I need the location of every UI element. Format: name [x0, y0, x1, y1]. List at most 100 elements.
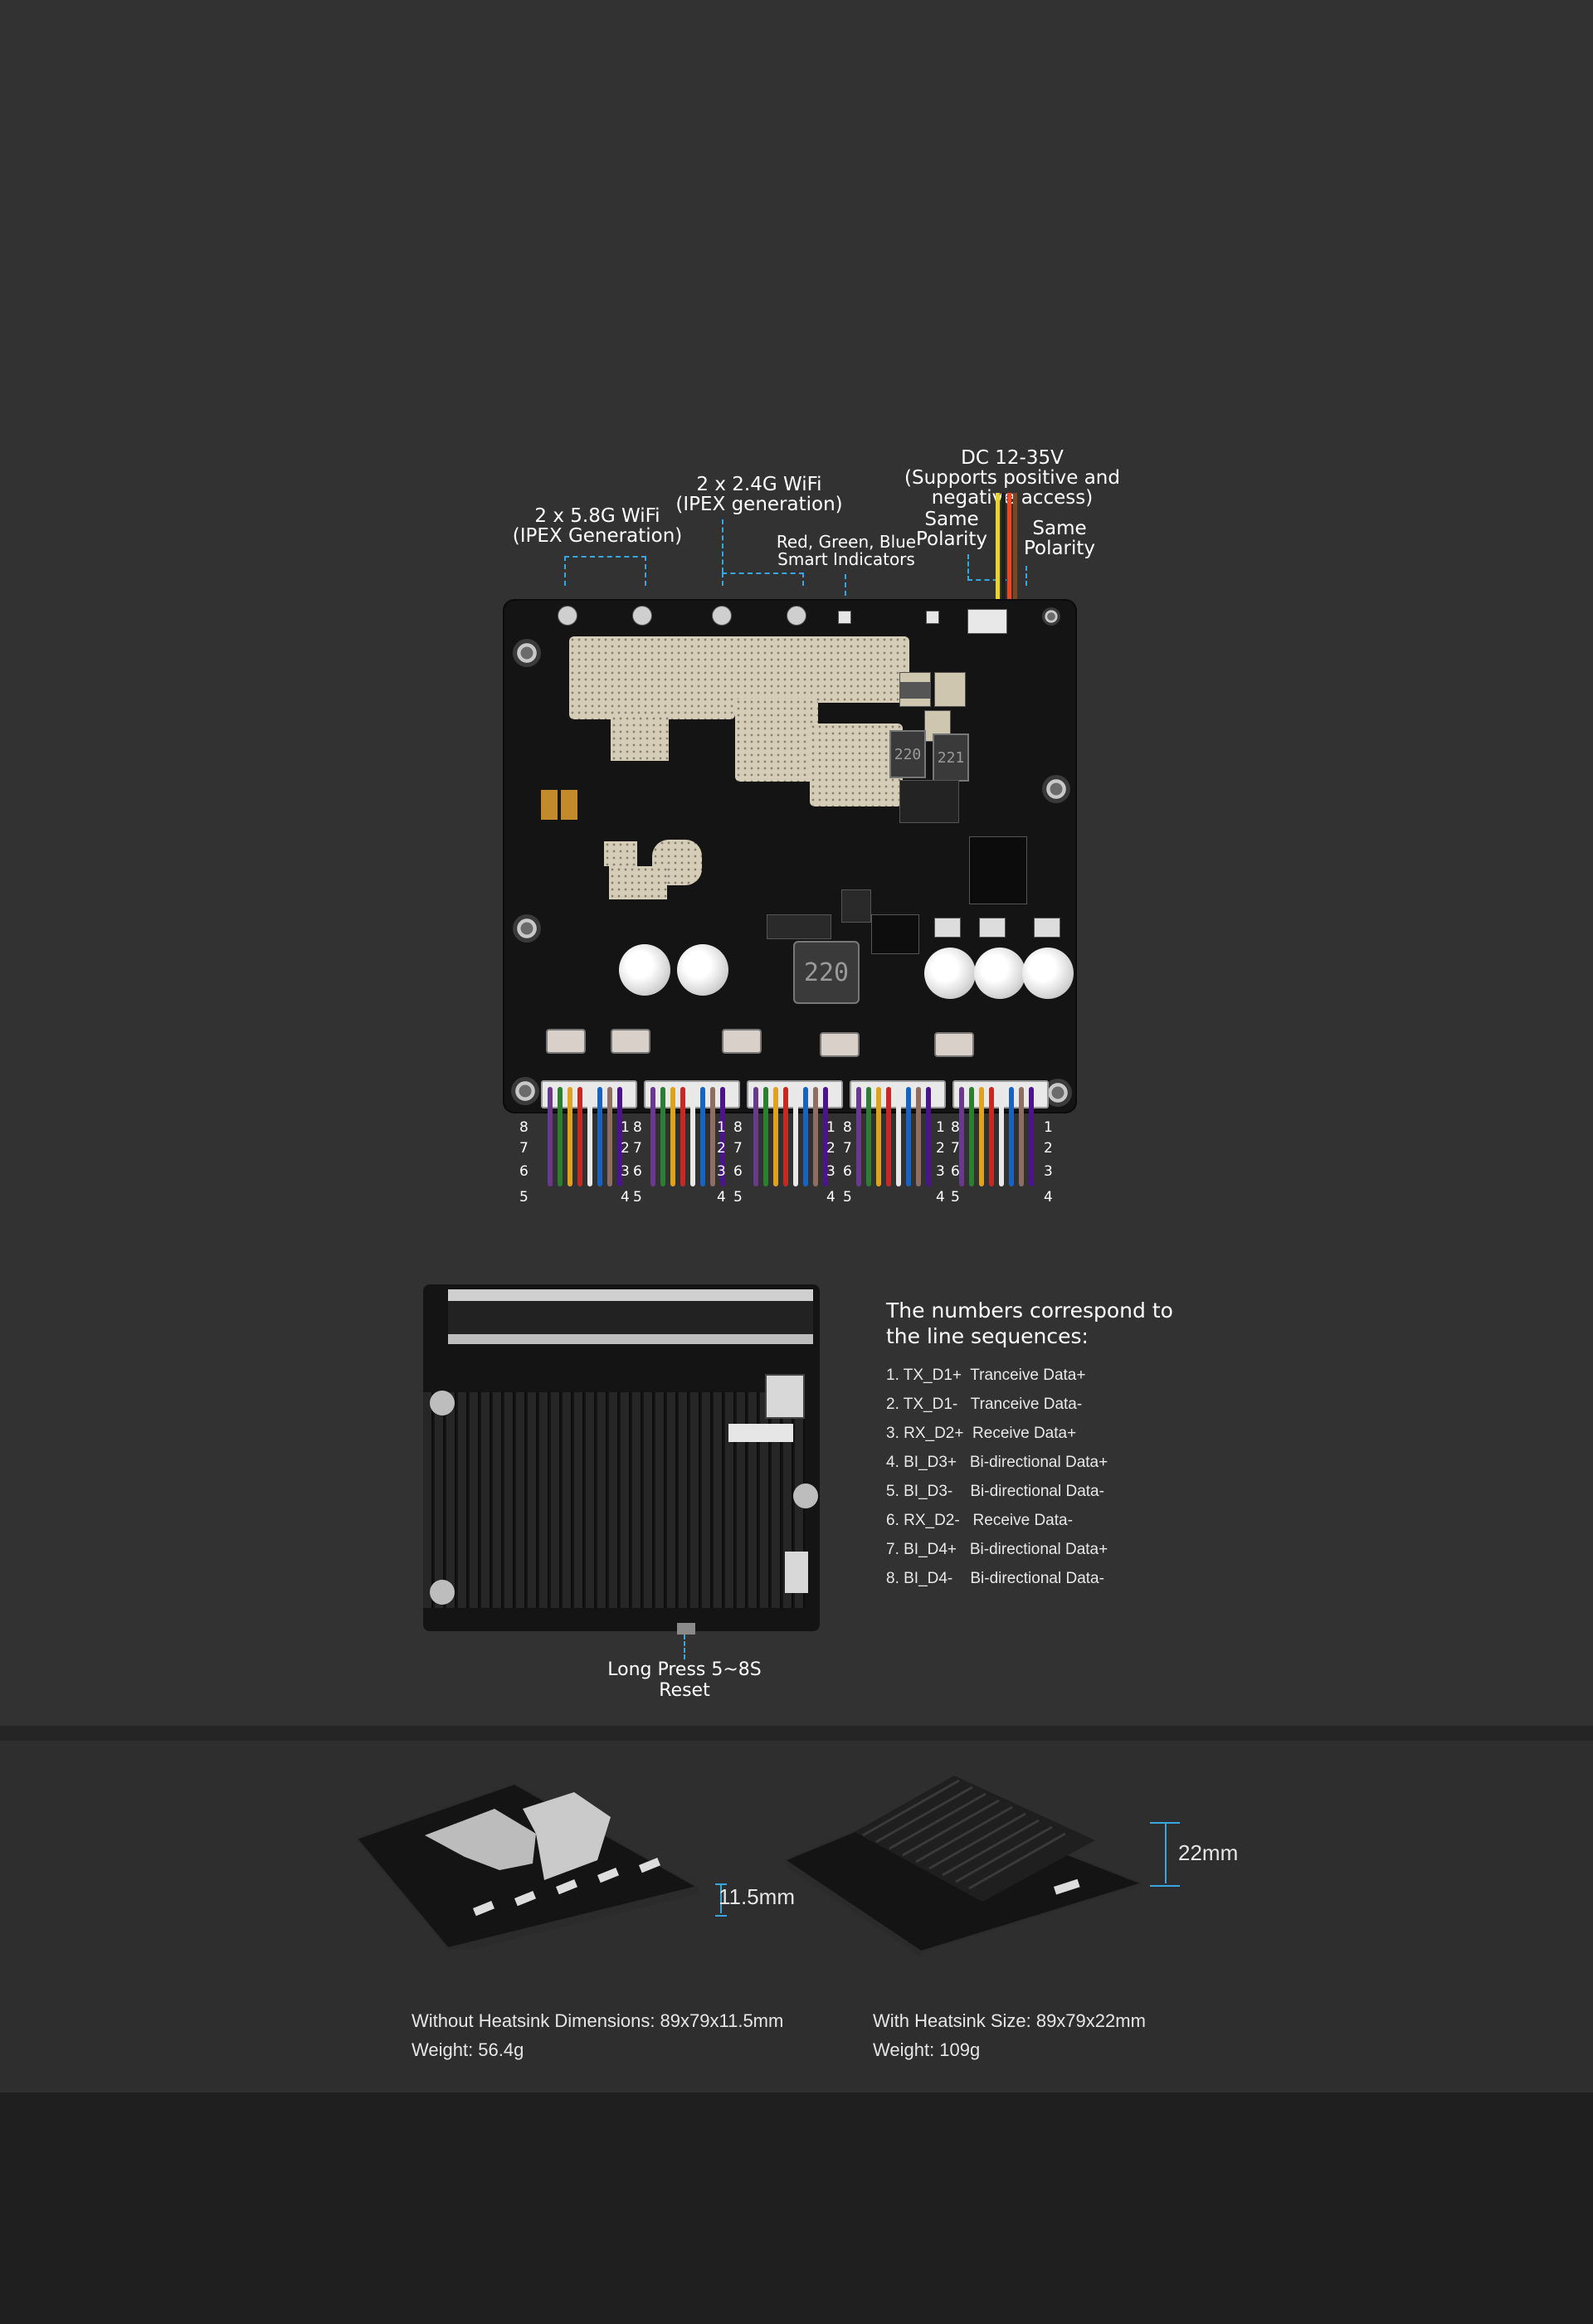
pin-label: 3 [621, 1163, 630, 1180]
caption-without-heatsink: Without Heatsink Dimensions: 89x79x11.5m… [412, 2006, 843, 2064]
heatsink [423, 1392, 805, 1608]
pin-label: 5 [951, 1189, 960, 1206]
power-wires [996, 493, 1021, 617]
port-wires-2 [647, 1087, 740, 1186]
pin-label: 7 [951, 1140, 960, 1157]
caption-with-line2: Weight: 109g [873, 2039, 981, 2060]
pin-label: 3 [717, 1163, 726, 1180]
pin-label: 6 [733, 1163, 743, 1180]
pin-label: 5 [733, 1189, 743, 1206]
label-dc-line2: (Supports positive and [904, 467, 1120, 490]
caption-without-line1: Without Heatsink Dimensions: 89x79x11.5m… [412, 2010, 784, 2031]
pin-label: 8 [951, 1119, 960, 1136]
pin-label: 6 [951, 1163, 960, 1180]
dim-label-without: 11.5mm [719, 1884, 795, 1909]
label-wifi-24g-line2: (IPEX generation) [675, 494, 843, 516]
pin-label: 8 [519, 1119, 529, 1136]
reset-label: Long Press 5~8S Reset [607, 1659, 762, 1701]
router-board-top-view: 220 221 220 [503, 599, 1077, 1113]
capacitor [924, 948, 976, 999]
board-with-heatsink [782, 1776, 1145, 1958]
pin-label: 7 [633, 1140, 642, 1157]
label-wifi-5g-line2: (IPEX Generation) [512, 525, 683, 548]
pin-label: 3 [936, 1163, 945, 1180]
pin-list-row: 8. BI_D4- Bi-directional Data- [886, 1570, 1104, 1587]
label-polarity-right: Same Polarity [1022, 519, 1097, 558]
pin-label: 1 [621, 1119, 630, 1136]
leader-indicators [845, 574, 846, 604]
label-indicators-line2: Smart Indicators [777, 549, 915, 569]
label-polarity-left: Same Polarity [914, 509, 989, 549]
label-polarity-right-line2: Polarity [1023, 538, 1096, 560]
label-wifi-5g-line1: 2 x 5.8G WiFi [534, 505, 660, 527]
pin-label: 3 [826, 1163, 835, 1180]
pin-label: 7 [519, 1140, 529, 1157]
label-indicators-line1: Red, Green, Blue [776, 532, 917, 552]
pin-label: 2 [717, 1140, 726, 1157]
label-dc-line3: negative access) [931, 487, 1094, 509]
pin-label: 6 [843, 1163, 852, 1180]
port-wires-5 [956, 1087, 1049, 1186]
pin-label: 2 [936, 1140, 945, 1157]
label-polarity-left-line1: Same [924, 509, 979, 530]
capacitor [1022, 948, 1074, 999]
inductor-main: 220 [793, 941, 860, 1004]
inductor-b: 221 [933, 733, 969, 782]
pin-list-row: 1. TX_D1+ Tranceive Data+ [886, 1367, 1086, 1384]
pin-list-row: 6. RX_D2- Receive Data- [886, 1512, 1073, 1529]
pin-list-row: 2. TX_D1- Tranceive Data- [886, 1396, 1083, 1413]
router-board-heatsink-view [423, 1284, 820, 1635]
pin-label: 8 [733, 1119, 743, 1136]
pin-list-title-line1: The numbers correspond to [886, 1298, 1173, 1323]
reset-button [677, 1623, 695, 1635]
label-dc-line1: DC 12-35V [961, 447, 1064, 469]
pin-label: 6 [633, 1163, 642, 1180]
label-polarity-right-line1: Same [1032, 518, 1087, 539]
port-wires-1 [544, 1087, 637, 1186]
pin-label: 2 [826, 1140, 835, 1157]
pin-label: 5 [843, 1189, 852, 1206]
capacitor [677, 944, 728, 996]
pin-label: 5 [519, 1189, 529, 1206]
leader-wifi24g [722, 519, 723, 572]
pin-list-row: 7. BI_D4+ Bi-directional Data+ [886, 1541, 1108, 1558]
leader-reset [684, 1635, 685, 1659]
leader-wifi5g [564, 556, 646, 586]
pin-label: 4 [826, 1189, 835, 1206]
label-indicators: Red, Green, Blue Smart Indicators [776, 533, 917, 568]
leader-polarity-left [967, 554, 1006, 581]
label-wifi-5g: 2 x 5.8G WiFi (IPEX Generation) [506, 506, 689, 546]
dim-label-with: 22mm [1178, 1840, 1239, 1865]
pin-list-title-line2: the line sequences: [886, 1324, 1089, 1348]
pin-label: 4 [621, 1189, 630, 1206]
footer [0, 2093, 1593, 2324]
pin-label: 1 [1044, 1119, 1053, 1136]
pin-list-row: 3. RX_D2+ Receive Data+ [886, 1425, 1077, 1442]
pin-list-row: 5. BI_D3- Bi-directional Data- [886, 1483, 1104, 1500]
pin-label: 6 [519, 1163, 529, 1180]
port-wires-4 [853, 1087, 946, 1186]
pin-label: 2 [1044, 1140, 1053, 1157]
pin-label: 1 [826, 1119, 835, 1136]
label-wifi-24g-line1: 2 x 2.4G WiFi [696, 474, 822, 495]
pin-list: The numbers correspond to the line seque… [886, 1298, 1318, 1593]
pin-label: 1 [717, 1119, 726, 1136]
label-dc-power: DC 12-35V (Supports positive and negativ… [904, 447, 1120, 509]
dim-line-11-5 [720, 1883, 722, 1913]
label-polarity-left-line2: Polarity [915, 529, 988, 551]
port-wires-3 [750, 1087, 843, 1186]
capacitor [619, 944, 670, 996]
leader-polarity-right [1025, 566, 1027, 586]
pin-label: 8 [633, 1119, 642, 1136]
pin-label: 4 [717, 1189, 726, 1206]
caption-with-heatsink: With Heatsink Size: 89x79x22mm Weight: 1… [873, 2006, 1238, 2064]
pin-label: 5 [633, 1189, 642, 1206]
pin-label: 1 [936, 1119, 945, 1136]
caption-with-line1: With Heatsink Size: 89x79x22mm [873, 2010, 1146, 2031]
section-divider [0, 1726, 1593, 1741]
inductor-a: 220 [889, 730, 926, 778]
pin-label: 4 [936, 1189, 945, 1206]
pin-list-row: 4. BI_D3+ Bi-directional Data+ [886, 1454, 1108, 1471]
dim-line-22 [1165, 1822, 1167, 1883]
pin-label: 8 [843, 1119, 852, 1136]
